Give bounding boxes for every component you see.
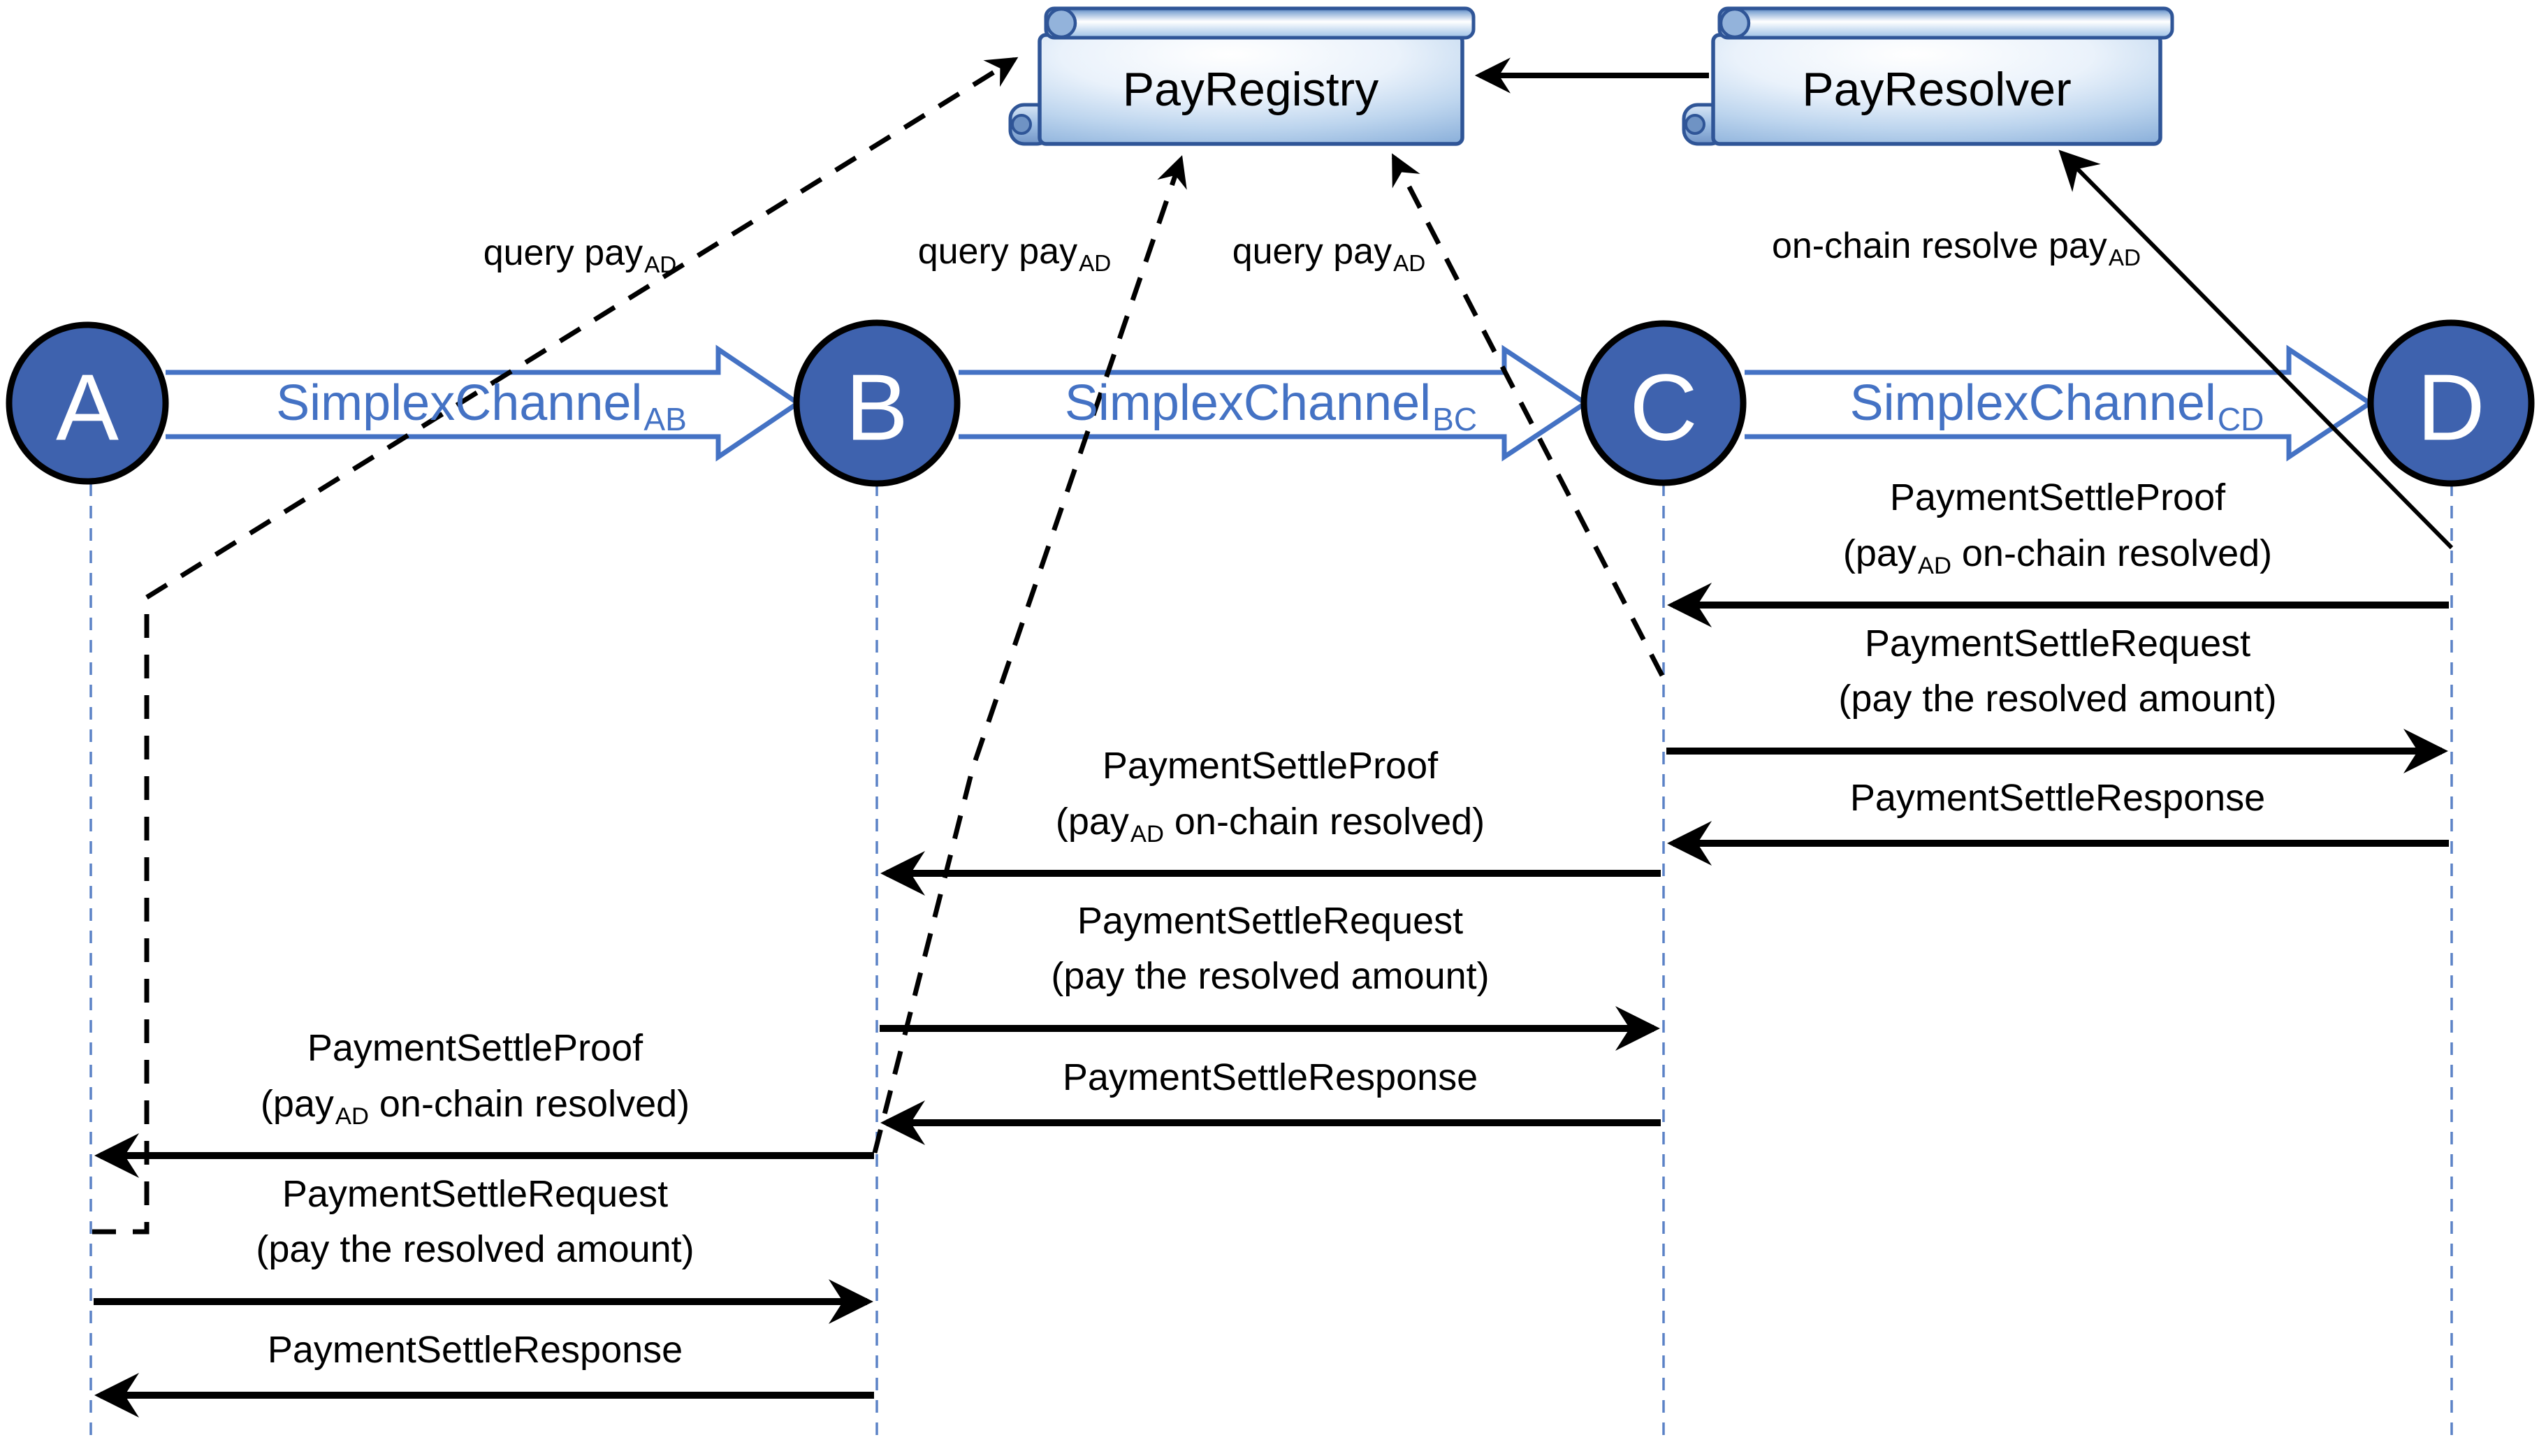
payresolver-bottom-curl-core (1685, 114, 1705, 135)
msg-bc-proof-note: (payAD on-chain resolved) (1055, 800, 1485, 847)
query-label-c-text: query pay (1232, 231, 1392, 272)
msg-bc-proof-label: PaymentSettleProof (1102, 745, 1439, 787)
actor-c-label: C (1629, 354, 1698, 460)
payresolver-scroll (1682, 6, 2174, 146)
msg-bc-proof-note-pre: (pay (1055, 801, 1129, 843)
channel-cd-sub: CD (2217, 400, 2264, 437)
msg-cd-request-label: PaymentSettleRequest (1864, 623, 2251, 664)
channel-bc-sub: BC (1432, 400, 1478, 437)
actor-a-circle (6, 321, 169, 485)
msg-cd-request-note: (pay the resolved amount) (1838, 677, 2276, 720)
channel-bc-text: SimplexChannel (1064, 375, 1432, 431)
resolve-label-d-text: on-chain resolve pay (1771, 226, 2107, 266)
query-label-b-text: query pay (917, 231, 1078, 272)
channel-ab-label: SimplexChannelAB (276, 374, 687, 437)
msg-cd-proof-note: (payAD on-chain resolved) (1842, 532, 2273, 579)
payregistry-top-roll (1044, 6, 1476, 40)
payresolver-title: PayResolver (1802, 63, 2072, 116)
msg-ab-proof-note-post: on-chain resolved) (368, 1083, 690, 1125)
query-line-a (92, 57, 1019, 1235)
payregistry-bottom-curl-core (1011, 114, 1032, 135)
payresolver-top-curl (1719, 7, 1751, 39)
msg-ab-request-label: PaymentSettleRequest (282, 1173, 669, 1215)
msg-cd-proof-label: PaymentSettleProof (1889, 476, 2226, 518)
msg-bc-request-note-pre: (pay the resolved amount) (1051, 955, 1490, 997)
payresolver-top-roll (1717, 6, 2174, 40)
actor-d-circle (2367, 319, 2535, 487)
msg-bc-response-label: PaymentSettleResponse (1062, 1056, 1478, 1098)
query-label-a-text: query pay (483, 233, 643, 273)
query-label-a: query payAD (483, 232, 677, 278)
resolve-label-d: on-chain resolve payAD (1771, 225, 2141, 271)
msg-cd-response-label: PaymentSettleResponse (1849, 777, 2266, 819)
actor-c-circle (1580, 320, 1747, 486)
actor-b-label: B (845, 354, 909, 460)
actor-a-label: A (55, 354, 119, 460)
msg-cd-request-note-pre: (pay the resolved amount) (1838, 678, 2277, 720)
payregistry-top-curl (1045, 7, 1077, 39)
actor-d-label: D (2417, 354, 2485, 460)
msg-ab-proof-label: PaymentSettleProof (307, 1027, 643, 1069)
msg-bc-proof-note-sub: AD (1130, 821, 1164, 848)
msg-ab-request-note-pre: (pay the resolved amount) (256, 1228, 694, 1270)
msg-ab-request-note: (pay the resolved amount) (256, 1228, 694, 1271)
msg-bc-request-note: (pay the resolved amount) (1051, 954, 1489, 998)
msg-cd-proof-note-sub: AD (1917, 553, 1951, 580)
channel-bc-label: SimplexChannelBC (1064, 374, 1477, 437)
query-label-a-sub: AD (644, 252, 677, 278)
query-label-c-sub: AD (1393, 250, 1426, 277)
channel-cd-text: SimplexChannel (1849, 375, 2216, 431)
channel-ab-sub: AB (643, 400, 687, 437)
msg-cd-proof-note-post: on-chain resolved) (1951, 532, 2273, 574)
channel-cd-label: SimplexChannelCD (1849, 374, 2264, 437)
resolve-line-d (2058, 150, 2454, 550)
query-label-b-sub: AD (1079, 250, 1112, 277)
actor-b-circle (793, 319, 961, 487)
msg-bc-proof-note-post: on-chain resolved) (1163, 801, 1485, 843)
msg-ab-proof-note-pre: (pay (260, 1083, 334, 1125)
msg-bc-request-label: PaymentSettleRequest (1077, 900, 1464, 942)
query-label-c: query payAD (1232, 231, 1426, 277)
msg-ab-response-label: PaymentSettleResponse (267, 1329, 683, 1371)
query-line-c (1391, 153, 1665, 677)
query-label-b: query payAD (917, 231, 1112, 277)
channel-ab-text: SimplexChannel (276, 375, 643, 431)
msg-ab-proof-note-sub: AD (335, 1103, 369, 1130)
msg-ab-proof-note: (payAD on-chain resolved) (260, 1082, 690, 1130)
payregistry-scroll (1008, 6, 1476, 146)
query-line-b (872, 155, 1187, 1153)
msg-cd-proof-note-pre: (pay (1842, 532, 1916, 574)
payregistry-title: PayRegistry (1122, 63, 1379, 116)
resolve-label-d-sub: AD (2108, 245, 2141, 271)
